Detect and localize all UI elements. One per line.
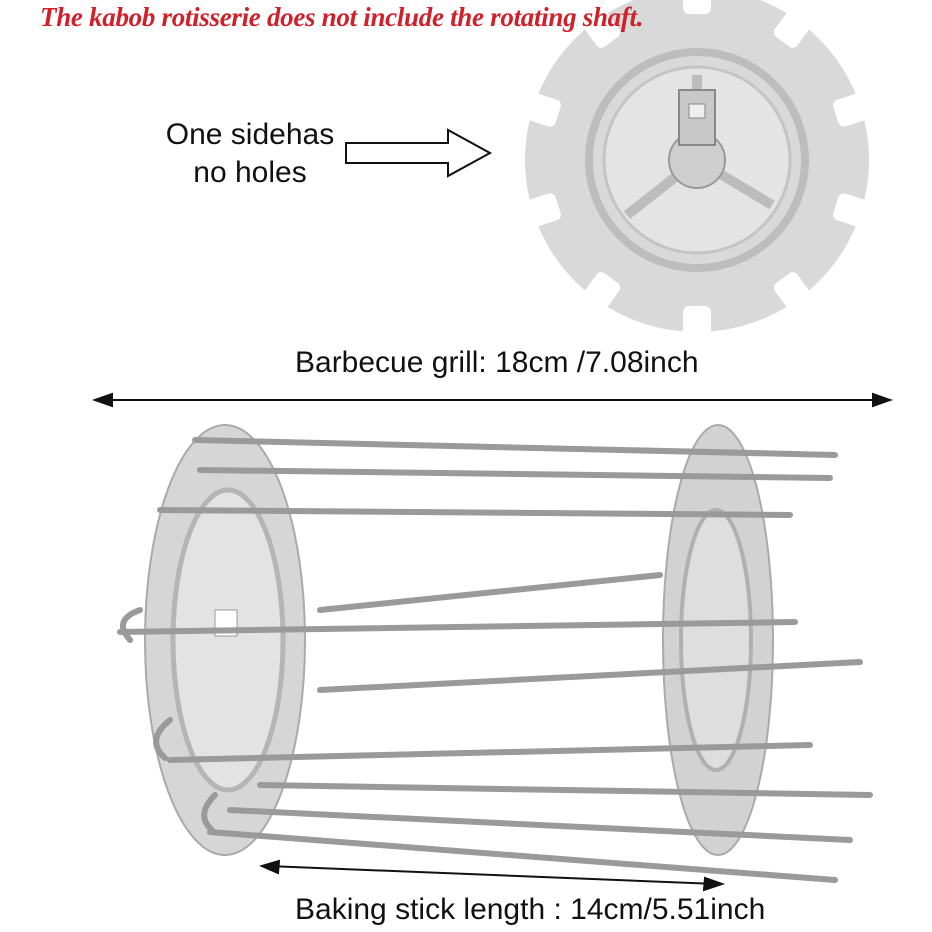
hollow-arrow-icon [345,128,493,178]
rotisserie-cage [117,424,873,883]
grill-dimension-arrow [91,392,894,408]
gear-plate-no-holes [525,0,869,336]
stick-dimension-label: Baking stick length : 14cm/5.51inch [295,893,766,926]
side-label-line2: no holes [193,156,307,189]
grill-dimension-label: Barbecue grill: 18cm /7.08inch [295,346,699,379]
side-label: One sidehas no holes [150,116,350,192]
notice-text: The kabob rotisserie does not include th… [40,2,644,32]
stick-dimension-arrow [259,859,726,892]
side-label-line1: One sidehas [165,118,335,151]
